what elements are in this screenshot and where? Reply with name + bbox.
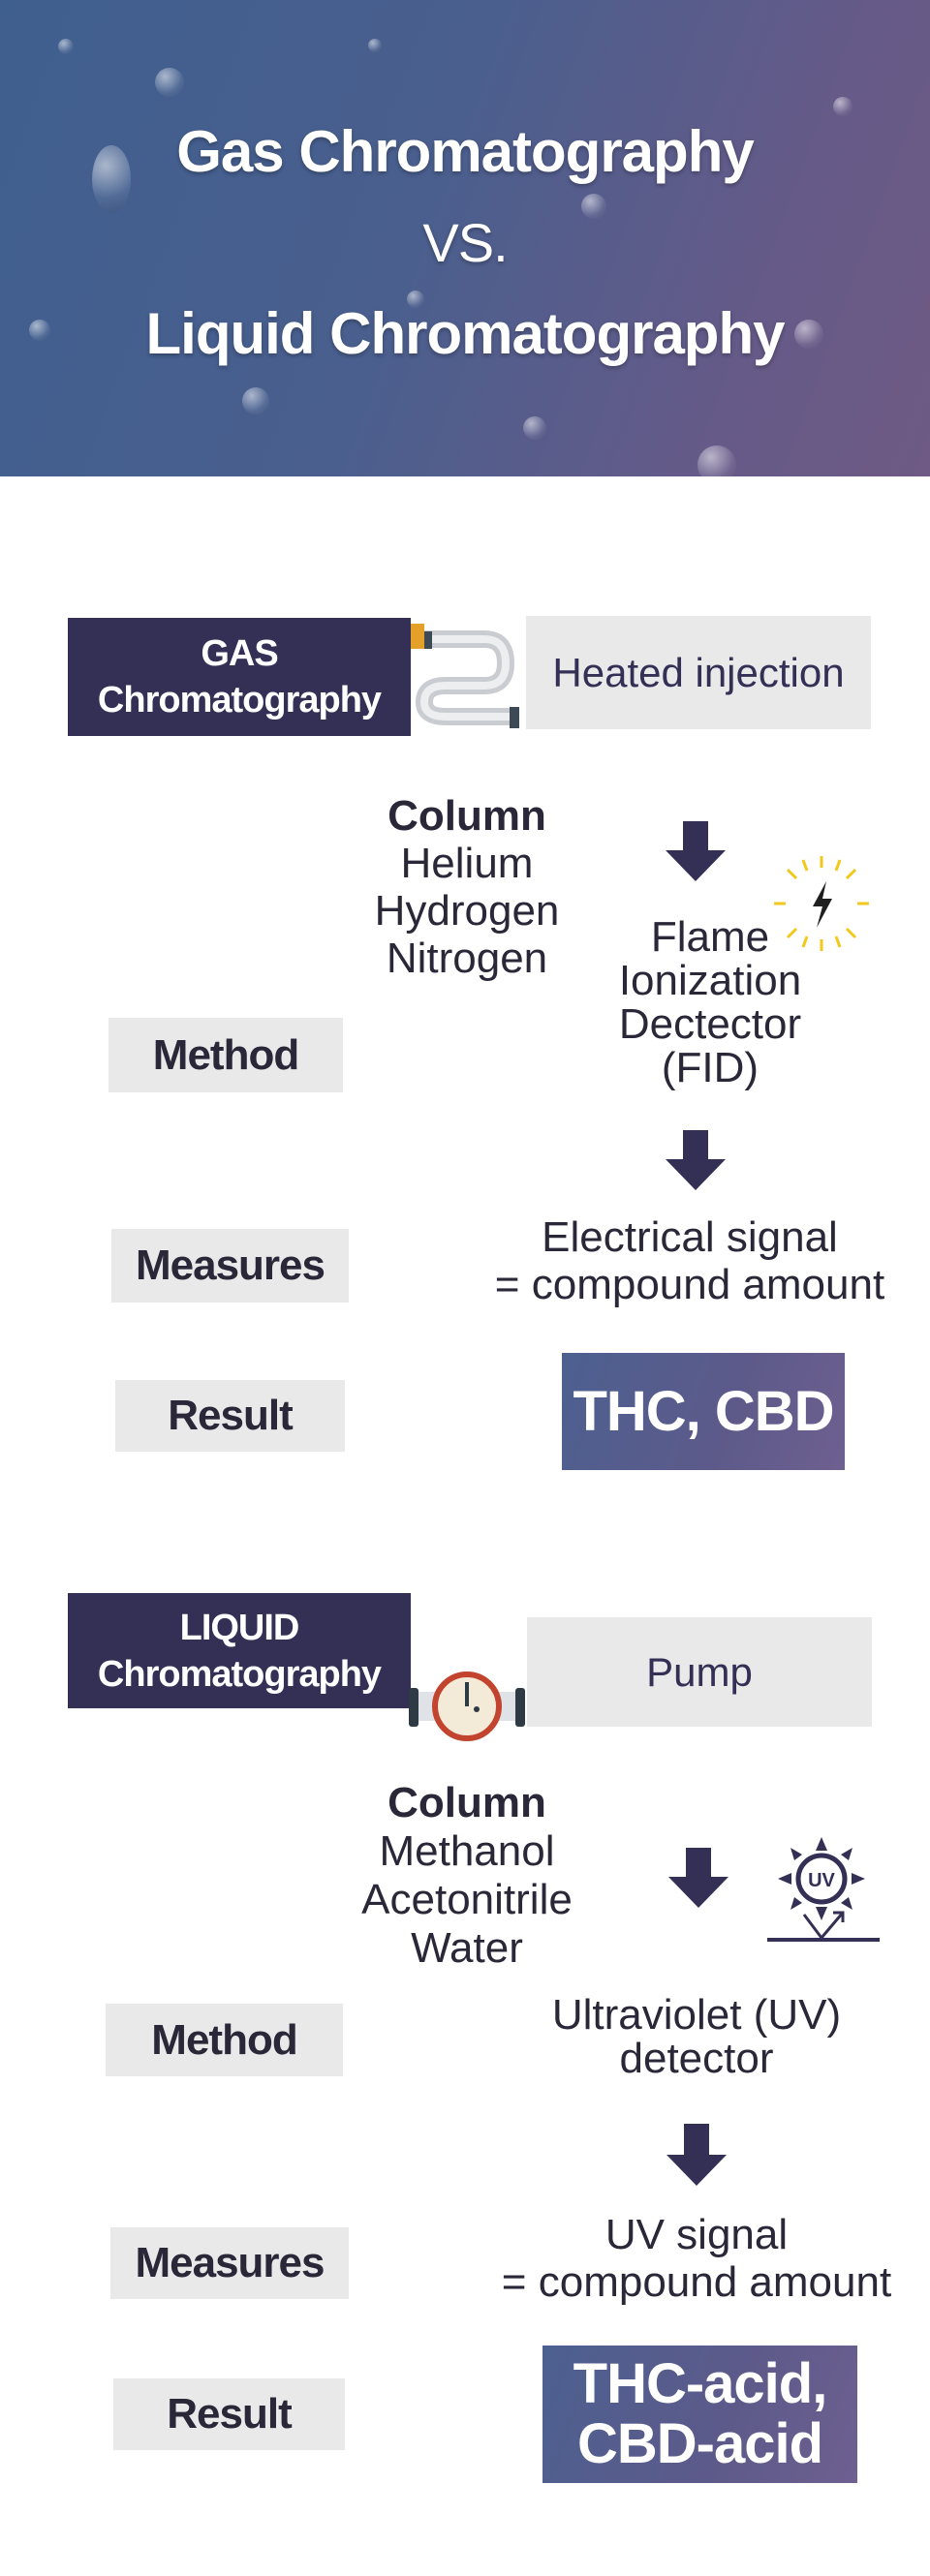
liquid-measures-label: Measures [110, 2227, 349, 2299]
column-item: Hydrogen [374, 887, 560, 935]
detector-line: Ultraviolet (UV) [551, 1991, 842, 2039]
column-item: Nitrogen [386, 935, 548, 982]
title-liquid: Liquid Chromatography [145, 301, 786, 366]
uv-icon-text: UV [808, 1870, 835, 1891]
pipe-icon [411, 624, 519, 728]
column-item: Helium [400, 840, 534, 887]
measures-line: UV signal [604, 2211, 789, 2258]
heated-injection-text: Heated injection [552, 649, 845, 695]
column-item: Acetonitrile [361, 1876, 573, 1923]
detector-line: Dectector [618, 1000, 802, 1048]
liquid-measures-text: UV signal = compound amount [502, 2211, 891, 2306]
gas-result-label: Result [115, 1380, 345, 1452]
pressure-gauge-icon [409, 1671, 525, 1741]
liquid-result-line: THC-acid, [573, 2352, 828, 2415]
detector-line: detector [619, 2035, 774, 2082]
measures-line: = compound amount [501, 2258, 892, 2306]
gas-title-2: Chromatography [97, 680, 382, 721]
column-item: Methanol [379, 1827, 555, 1875]
arrow-down-icon [666, 2124, 727, 2186]
pump-box: Pump [527, 1617, 872, 1727]
liquid-method-label: Method [106, 2004, 343, 2076]
gas-title-1: GAS [201, 633, 278, 674]
gas-chromatography-label: GAS Chromatography [68, 618, 411, 736]
liquid-title-1: LIQUID [179, 1607, 300, 1648]
arrow-down-icon [666, 821, 726, 881]
uv-light-icon: UV [767, 1837, 880, 1942]
detector-line: Flame [650, 913, 770, 961]
liquid-detector-text: Ultraviolet (UV) detector [552, 1993, 841, 2080]
liquid-chromatography-label: LIQUID Chromatography [68, 1593, 411, 1708]
hero-banner: Gas Chromatography VS. Liquid Chromatogr… [0, 0, 930, 476]
detector-line: Ionization [618, 957, 802, 1004]
arrow-down-icon [668, 1848, 728, 1908]
measures-line: Electrical signal [542, 1213, 838, 1261]
detector-line: (FID) [661, 1044, 760, 1091]
gas-measures-text: Electrical signal = compound amount [495, 1213, 884, 1308]
column-item: Water [411, 1924, 523, 1972]
gas-result-box: THC, CBD [562, 1353, 845, 1470]
column-heading: Column [388, 1779, 546, 1826]
measures-line: = compound amount [494, 1261, 885, 1308]
flash-icon [774, 856, 869, 951]
heated-injection-box: Heated injection [526, 616, 871, 729]
liquid-result-box: THC-acid, CBD-acid [542, 2346, 857, 2483]
gas-result-text: THC, CBD [573, 1379, 834, 1443]
gas-method-label: Method [108, 1018, 343, 1092]
column-heading: Column [388, 792, 546, 840]
gas-column-list: Column Helium Hydrogen Nitrogen [375, 792, 560, 982]
liquid-result-line: CBD-acid [576, 2412, 823, 2475]
gas-measures-label: Measures [111, 1229, 349, 1303]
liquid-result-label: Result [113, 2378, 345, 2450]
pump-text: Pump [646, 1648, 753, 1695]
gas-detector-text: Flame Ionization Dectector (FID) [619, 915, 801, 1089]
title-gas: Gas Chromatography [176, 119, 754, 184]
arrow-down-icon [666, 1130, 726, 1190]
liquid-title-2: Chromatography [97, 1653, 382, 1695]
liquid-column-list: Column Methanol Acetonitrile Water [361, 1779, 573, 1973]
title-vs: VS. [422, 212, 508, 273]
